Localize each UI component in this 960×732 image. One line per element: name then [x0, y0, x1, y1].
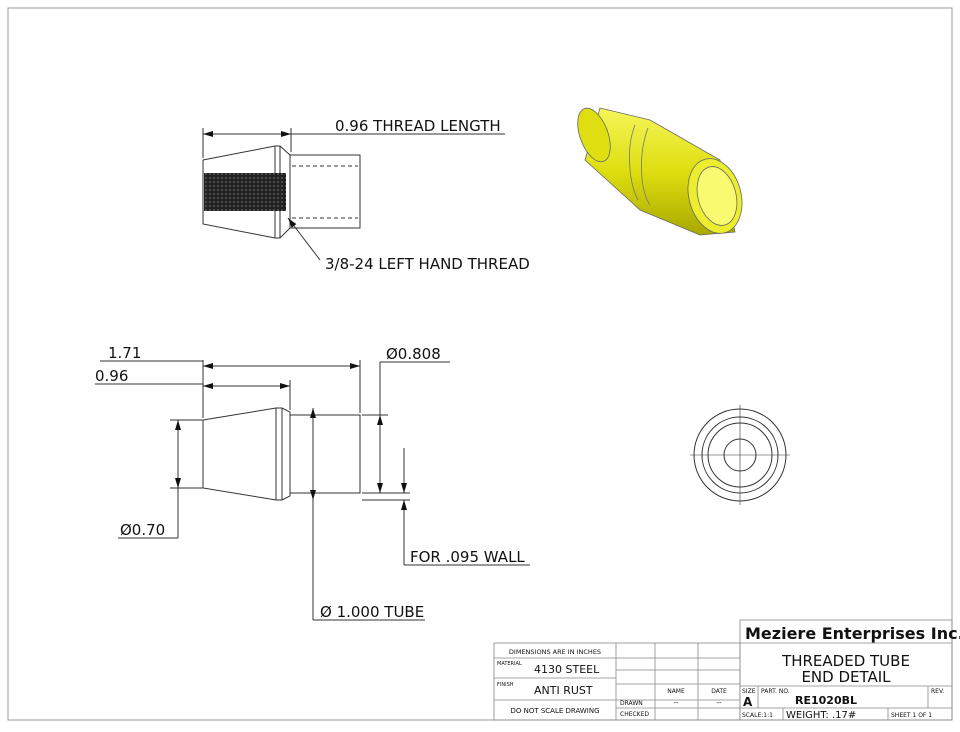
thread-length-dim: 0.96 THREAD LENGTH [335, 117, 501, 135]
company-name: Meziere Enterprises Inc. [745, 624, 960, 643]
size-label: SIZE [742, 688, 756, 695]
scale: SCALE:1:1 [742, 712, 773, 719]
overall-length-dim: 1.71 [108, 344, 141, 362]
side-view-dimensioned [95, 360, 530, 621]
name-header: NAME [667, 688, 685, 695]
date-header: DATE [711, 688, 727, 695]
no-scale-note: DO NOT SCALE DRAWING [510, 707, 599, 715]
checked-label: CHECKED [620, 711, 649, 718]
part-no: RE1020BL [795, 694, 857, 707]
weight: WEIGHT: .17# [786, 710, 856, 721]
title-line1: THREADED TUBE [781, 652, 910, 670]
thread-hatch [204, 173, 286, 211]
material: 4130 STEEL [534, 663, 600, 676]
cone-length-dim: 0.96 [95, 367, 128, 385]
size-value: A [743, 695, 753, 709]
dimensions-note: DIMENSIONS ARE IN INCHES [509, 648, 601, 656]
finish: ANTI RUST [534, 684, 593, 697]
drawn-name: -- [673, 699, 679, 707]
material-label: MATERIAL [497, 661, 522, 667]
tube-dim: Ø 1.000 TUBE [320, 603, 424, 621]
end-view [690, 405, 790, 505]
title-line2: END DETAIL [801, 668, 891, 686]
rev-label: REV. [931, 688, 944, 695]
isometric-view [577, 107, 743, 236]
wall-note: FOR .095 WALL [410, 548, 525, 566]
drawn-label: DRAWN [620, 700, 643, 707]
title-block [493, 619, 953, 721]
finish-label: FINISH [497, 682, 514, 688]
tube-od-dim: Ø0.808 [386, 345, 441, 363]
thread-spec-note: 3/8-24 LEFT HAND THREAD [325, 255, 530, 273]
sheet-number: SHEET 1 OF 1 [891, 712, 932, 719]
end-dia-dim: Ø0.70 [120, 521, 165, 539]
sheet-border [7, 7, 953, 721]
part-no-label: PART. NO. [761, 688, 790, 695]
side-view-threaded [202, 128, 505, 261]
drawn-date: -- [716, 699, 722, 707]
